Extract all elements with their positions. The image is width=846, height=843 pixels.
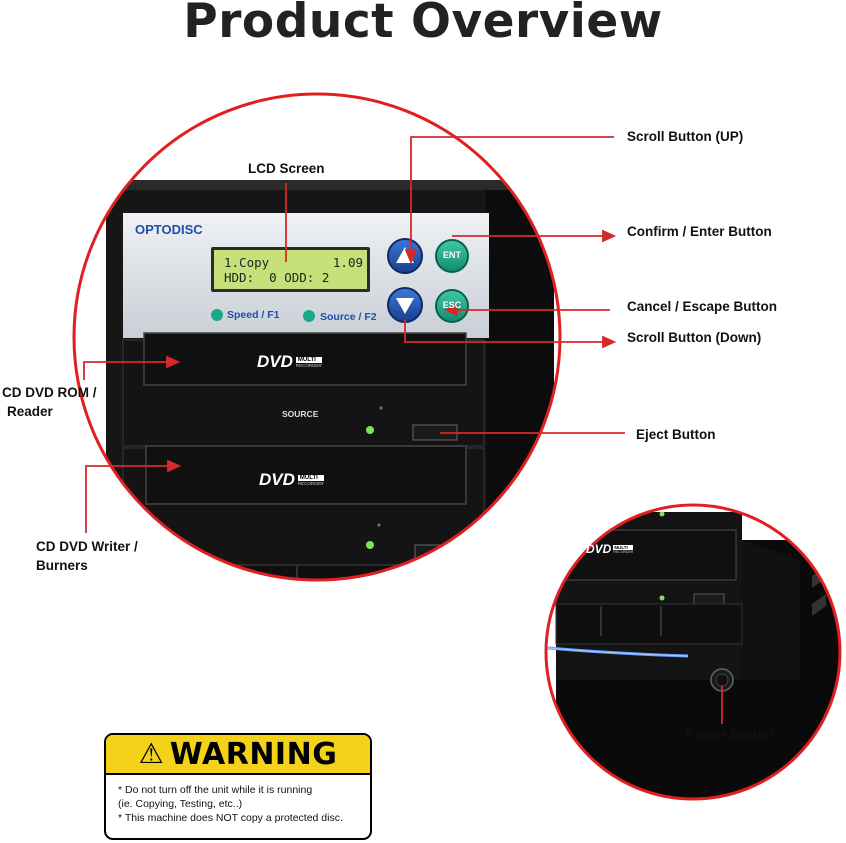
writer-callout: CD DVD Writer / Burners: [36, 537, 138, 575]
writer-callout-line2: Burners: [36, 558, 88, 573]
lcd-display: 1.Copy 1.09 HDD: 0 ODD: 2: [224, 255, 363, 285]
speed-indicator-icon: [211, 309, 223, 321]
writer-dvd-logo: DVD MULTI RECORDER: [259, 470, 324, 490]
lcd-screen-callout: LCD Screen: [248, 161, 325, 176]
escape-button[interactable]: [435, 289, 469, 323]
warning-line1: * Do not turn off the unit while it is r…: [118, 784, 313, 796]
source-indicator-icon: [303, 310, 315, 322]
warning-label: ⚠ WARNING * Do not turn off the unit whi…: [104, 733, 372, 840]
reader-callout-line2: Reader: [7, 404, 53, 419]
lcd-line1-left: 1.Copy: [224, 255, 270, 270]
lcd-line1-right: 1.09: [332, 255, 363, 270]
reader-callout: CD DVD ROM / Reader: [2, 383, 97, 421]
dvd-logo-multi: MULTI: [613, 544, 634, 550]
warning-line3: * This machine does NOT copy a protected…: [118, 812, 343, 824]
warning-triangle-icon: ⚠: [138, 738, 164, 769]
reader-callout-line1: CD DVD ROM /: [2, 385, 97, 400]
warning-body: * Do not turn off the unit while it is r…: [106, 775, 370, 825]
power-callout: Power Button: [686, 727, 774, 742]
main-zoom-circle: [72, 92, 562, 582]
dvd-logo-text: DVD: [259, 470, 295, 489]
warning-header: ⚠ WARNING: [106, 735, 370, 775]
page-title: Product Overview: [183, 0, 663, 49]
scroll-down-callout: Scroll Button (Down): [627, 330, 762, 345]
writer-led-icon: [366, 541, 374, 549]
brand-logo: OPTODISC: [135, 222, 203, 237]
warning-line2: (ie. Copying, Testing, etc..): [118, 798, 243, 810]
source-drive-label: SOURCE: [282, 409, 319, 419]
lcd-screen: [214, 250, 367, 289]
cancel-callout: Cancel / Escape Button: [627, 299, 778, 314]
enter-button-label: ENT: [443, 250, 461, 260]
callout-pointers: [83, 136, 723, 724]
dvd-logo-recorder: RECORDER: [295, 362, 322, 368]
writer-callout-line1: CD DVD Writer /: [36, 539, 138, 554]
confirm-callout: Confirm / Enter Button: [627, 224, 772, 239]
main-zoom-view: [74, 94, 560, 580]
reader-led-icon: [366, 426, 374, 434]
dvd-logo-multi: MULTI: [297, 474, 324, 481]
lcd-line2: HDD: 0 ODD: 2: [224, 270, 330, 285]
arrow-down-icon: [396, 298, 414, 314]
dvd-logo-text: DVD: [257, 352, 293, 371]
dvd-logo-multi: MULTI: [295, 356, 322, 363]
reader-dvd-logo: DVD MULTI RECORDER: [257, 352, 322, 372]
eject-callout: Eject Button: [636, 427, 716, 442]
power-zoom-circle: [544, 503, 842, 801]
scroll-up-callout: Scroll Button (UP): [627, 129, 744, 144]
small-dvd-logo: DVD MULTI RECORDER: [586, 542, 634, 556]
dvd-logo-recorder: RECORDER: [297, 480, 324, 486]
escape-button-label: ESC: [442, 300, 462, 310]
enter-button[interactable]: [435, 239, 469, 273]
speed-label: Speed / F1: [227, 309, 280, 321]
warning-heading: WARNING: [169, 736, 338, 772]
dvd-logo-recorder: RECORDER: [613, 549, 634, 554]
source-f2-label: Source / F2: [320, 311, 377, 323]
dvd-logo-text: DVD: [586, 542, 612, 556]
